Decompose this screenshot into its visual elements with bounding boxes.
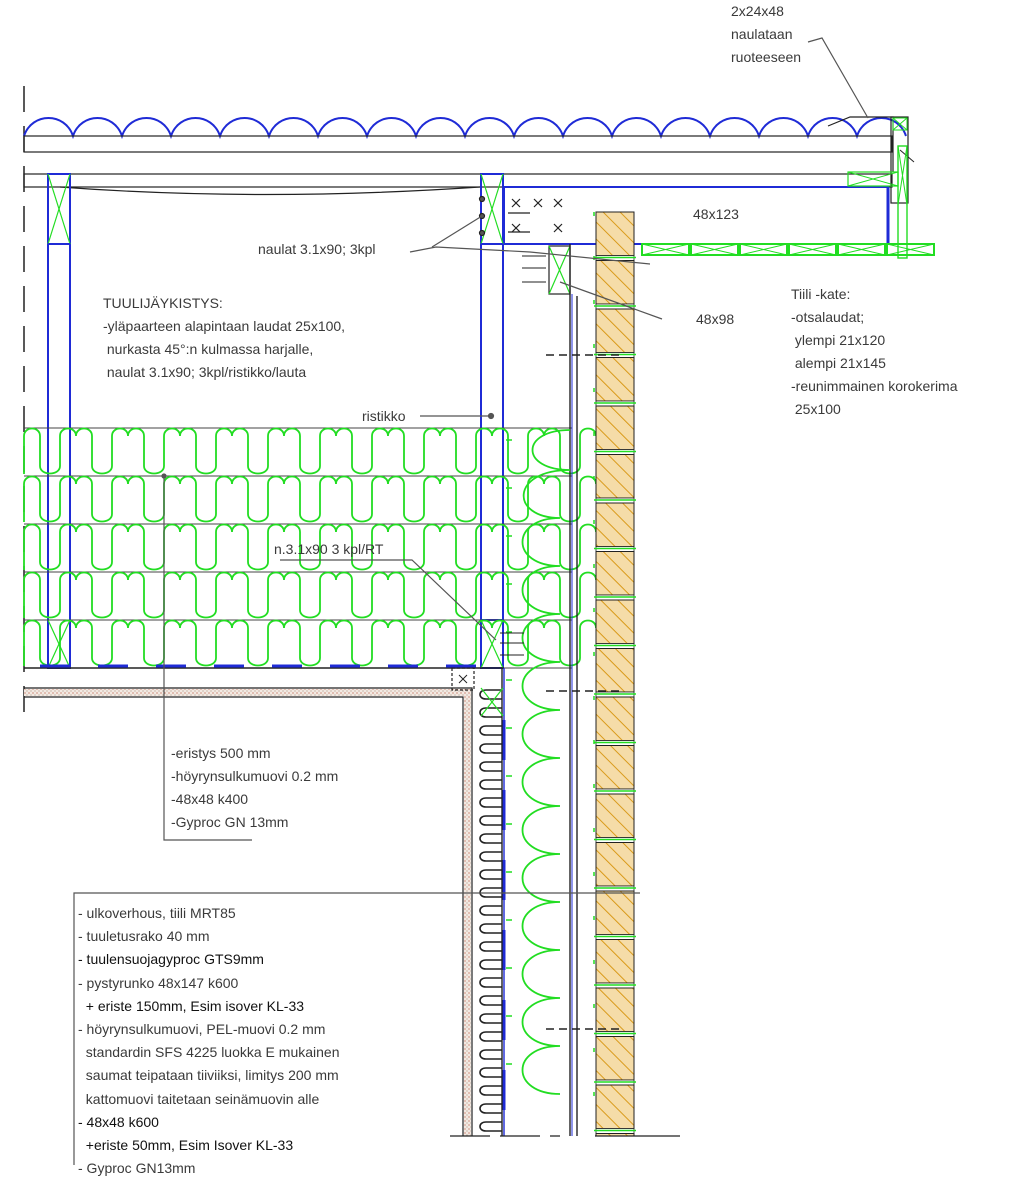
ceiling-layer: -48x48 k400 bbox=[171, 791, 249, 807]
wall-layer: standardin SFS 4225 luokka E mukainen bbox=[78, 1044, 340, 1061]
truss-nails-label: n.3.1x90 3 kpl/RT bbox=[274, 541, 384, 557]
ceiling-boards bbox=[24, 664, 504, 1136]
roof-notes-line: ylempi 21x120 bbox=[791, 332, 886, 348]
batten bbox=[690, 243, 739, 256]
ceiling-layer: -eristys 500 mm bbox=[171, 745, 271, 761]
roof-notes-line: alempi 21x145 bbox=[791, 355, 886, 371]
wall-layer: saumat teipataan tiiviiksi, limitys 200 … bbox=[78, 1067, 339, 1084]
brick bbox=[595, 987, 635, 1032]
insulation-loops bbox=[23, 427, 597, 475]
insulation-loops bbox=[23, 619, 597, 667]
wind-bracing-title: TUULIJÄYKISTYS: bbox=[103, 295, 223, 311]
truss-connector bbox=[500, 632, 524, 656]
insulation-loops bbox=[23, 571, 597, 619]
wall-layer: +eriste 50mm, Esim Isover KL-33 bbox=[78, 1136, 294, 1153]
fascia-boards bbox=[890, 116, 909, 259]
wall-layer: - 48x48 k600 bbox=[78, 1113, 159, 1130]
top-nailing-line-3: ruoteeseen bbox=[731, 49, 802, 65]
wall-insulation-loops bbox=[521, 429, 571, 1095]
wall-layer: kattomuovi taitetaan seinämuovin alle bbox=[78, 1090, 320, 1107]
wind-bracing-note: TUULIJÄYKISTYS: -yläpaarteen alapintaan … bbox=[103, 292, 345, 384]
brick bbox=[595, 745, 635, 790]
brick bbox=[595, 1036, 635, 1081]
wind-bracing-line: naulat 3.1x90; 3kpl/ristikko/lauta bbox=[103, 364, 307, 380]
batten-cross bbox=[690, 243, 739, 256]
brick bbox=[595, 308, 635, 353]
brick bbox=[595, 890, 635, 935]
brick bbox=[595, 454, 635, 499]
roof-notes: Tiili -kate: -otsalaudat; ylempi 21x120 … bbox=[791, 283, 958, 421]
batten bbox=[641, 243, 690, 256]
batten-cross bbox=[788, 243, 837, 256]
insulation-loops bbox=[23, 523, 597, 571]
wind-bracing-line: nurkasta 45°:n kulmassa harjalle, bbox=[103, 341, 314, 357]
batten-size-label: 48x98 bbox=[696, 311, 735, 327]
ceiling-layer: -höyrynsulkumuovi 0.2 mm bbox=[171, 768, 339, 784]
top-nailing-note: 2x24x48 naulataan ruoteeseen bbox=[731, 0, 801, 69]
wall-layer: - tuuletusrako 40 mm bbox=[78, 928, 210, 945]
roof-notes-line: -otsalaudat; bbox=[791, 309, 865, 325]
brick bbox=[595, 551, 635, 596]
brick bbox=[595, 502, 635, 547]
service-insulation-loops bbox=[479, 689, 502, 1132]
brick bbox=[595, 1084, 635, 1129]
truss-top-chord bbox=[23, 171, 899, 245]
brick bbox=[595, 696, 635, 741]
roof-notes-line: 25x100 bbox=[791, 401, 841, 417]
batten-cross bbox=[837, 243, 886, 256]
brick bbox=[595, 599, 635, 644]
batten-cross bbox=[739, 243, 788, 256]
top-nailing-line-1: 2x24x48 bbox=[731, 3, 784, 19]
nail-markers bbox=[478, 195, 563, 237]
wall-layer: - ulkoverhous, tiili MRT85 bbox=[78, 905, 236, 921]
brick bbox=[595, 793, 635, 838]
wall-layer: - höyrynsulkumuovi, PEL-muovi 0.2 mm bbox=[78, 1020, 326, 1037]
wind-bracing-line: -yläpaarteen alapintaan laudat 25x100, bbox=[103, 318, 346, 334]
rafter-size-label: 48x123 bbox=[693, 206, 739, 222]
top-nailing-line-2: naulataan bbox=[731, 26, 793, 42]
batten bbox=[788, 243, 837, 256]
ceiling-layer: -Gyproc GN 13mm bbox=[171, 814, 289, 830]
truss-label: ristikko bbox=[362, 408, 406, 424]
wall-insulation bbox=[506, 429, 571, 1095]
batten bbox=[739, 243, 788, 256]
roof-notes-title: Tiili -kate: bbox=[791, 286, 851, 302]
battens-row bbox=[641, 243, 935, 256]
wall-insulation-ties bbox=[506, 439, 512, 1065]
wall-layer: - tuulensuojagyproc GTS9mm bbox=[78, 951, 264, 968]
insulation-loops bbox=[23, 475, 597, 523]
wall-layer: + eriste 150mm, Esim isover KL-33 bbox=[78, 997, 305, 1014]
batten bbox=[837, 243, 886, 256]
roof-sheet bbox=[23, 116, 915, 172]
wall-service-insulation bbox=[479, 689, 506, 1132]
leader-lines bbox=[73, 37, 869, 1165]
brick-cladding bbox=[593, 211, 636, 1137]
wall-layer: - pystyrunko 48x147 k600 bbox=[78, 974, 239, 991]
batten-cross bbox=[641, 243, 690, 256]
batten-cross bbox=[886, 243, 935, 256]
brick bbox=[595, 648, 635, 693]
wall-layers-note: - ulkoverhous, tiili MRT85 - tuuletusrak… bbox=[78, 902, 340, 1180]
roof-notes-line: -reunimmainen korokerima bbox=[791, 378, 958, 394]
wall-frame bbox=[480, 244, 578, 1136]
ceiling-layers-note: -eristys 500 mm -höyrynsulkumuovi 0.2 mm… bbox=[171, 742, 338, 834]
brick bbox=[595, 211, 635, 256]
batten bbox=[886, 243, 935, 256]
brick bbox=[595, 357, 635, 402]
brick bbox=[595, 842, 635, 887]
nails-label: naulat 3.1x90; 3kpl bbox=[258, 241, 376, 257]
brick bbox=[595, 405, 635, 450]
brick bbox=[595, 939, 635, 984]
